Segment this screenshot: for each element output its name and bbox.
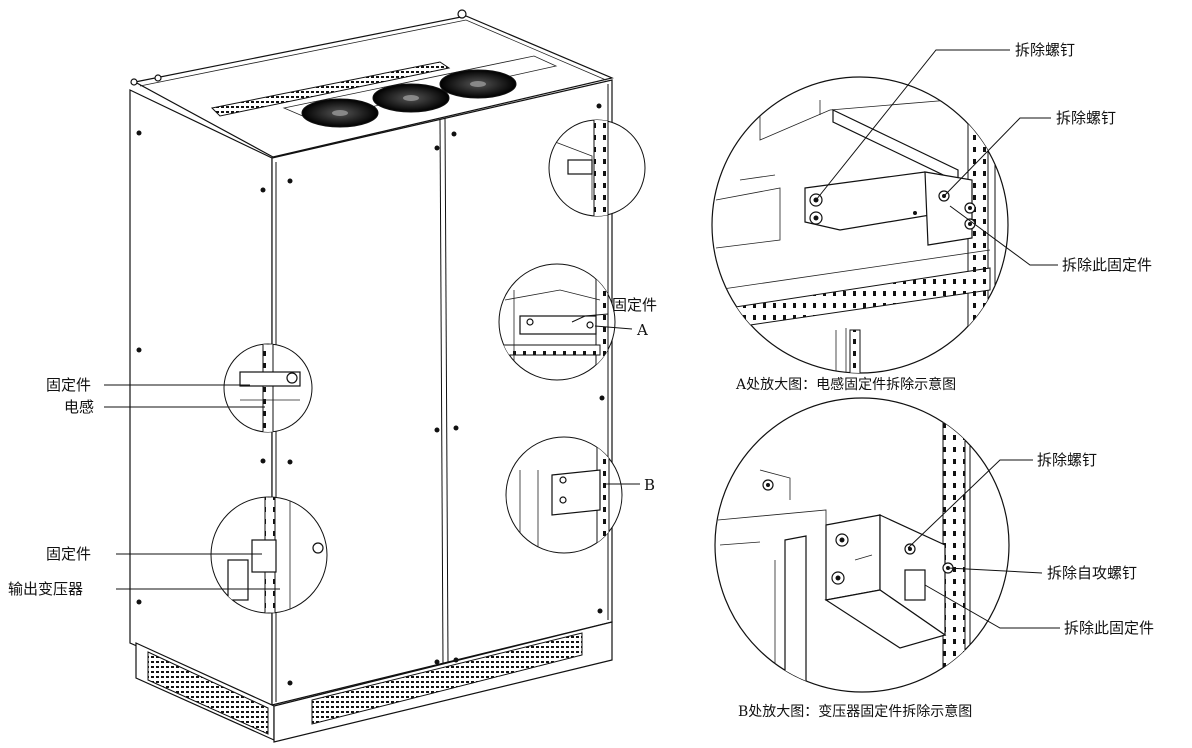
top-vent <box>210 61 451 117</box>
label-output-transformer: 输出变压器 <box>8 580 83 598</box>
detail-circle-b <box>505 436 623 554</box>
zoom-a <box>711 76 1009 374</box>
screw-icon <box>762 479 774 491</box>
label-left-fixture-1: 固定件 <box>46 376 91 394</box>
leader-lines <box>104 49 1060 629</box>
base-vent-front <box>311 632 583 725</box>
label-zoom-a-remove-screw-1: 拆除螺钉 <box>1015 41 1075 59</box>
screw-icon <box>831 571 845 585</box>
detail-circle-inductor <box>223 343 313 433</box>
screw-icon <box>809 211 823 225</box>
cabinet <box>129 9 646 743</box>
label-zoom-a-remove-screw-2: 拆除螺钉 <box>1056 109 1116 127</box>
screw-icon <box>904 543 916 555</box>
label-zoom-b-remove-self-tapping-screw: 拆除自攻螺钉 <box>1047 564 1137 582</box>
base-vent-left <box>147 651 269 735</box>
label-zoom-b-remove-screw: 拆除螺钉 <box>1037 451 1097 469</box>
label-left-fixture-2: 固定件 <box>46 545 91 563</box>
caption-zoom-b: B处放大图：变压器固定件拆除示意图 <box>738 703 972 720</box>
fan-icon <box>439 69 517 99</box>
label-zoom-a-remove-fixture: 拆除此固定件 <box>1062 256 1152 274</box>
fan-icon <box>301 98 379 128</box>
label-a-fixture: 固定件 <box>612 296 657 314</box>
screw-icon <box>964 202 976 214</box>
screw-icon <box>835 533 849 547</box>
fan-icon <box>372 83 450 113</box>
detail-circle-transformer <box>210 496 328 614</box>
caption-zoom-a: A处放大图：电感固定件拆除示意图 <box>735 376 956 393</box>
detail-circle-top <box>548 119 646 217</box>
zoom-b <box>714 397 1010 693</box>
label-zoom-b-remove-fixture: 拆除此固定件 <box>1064 619 1154 637</box>
label-inductor: 电感 <box>64 398 94 416</box>
label-a-marker: A <box>636 321 648 339</box>
label-b-marker: B <box>644 476 655 494</box>
detail-circle-a <box>498 263 616 381</box>
